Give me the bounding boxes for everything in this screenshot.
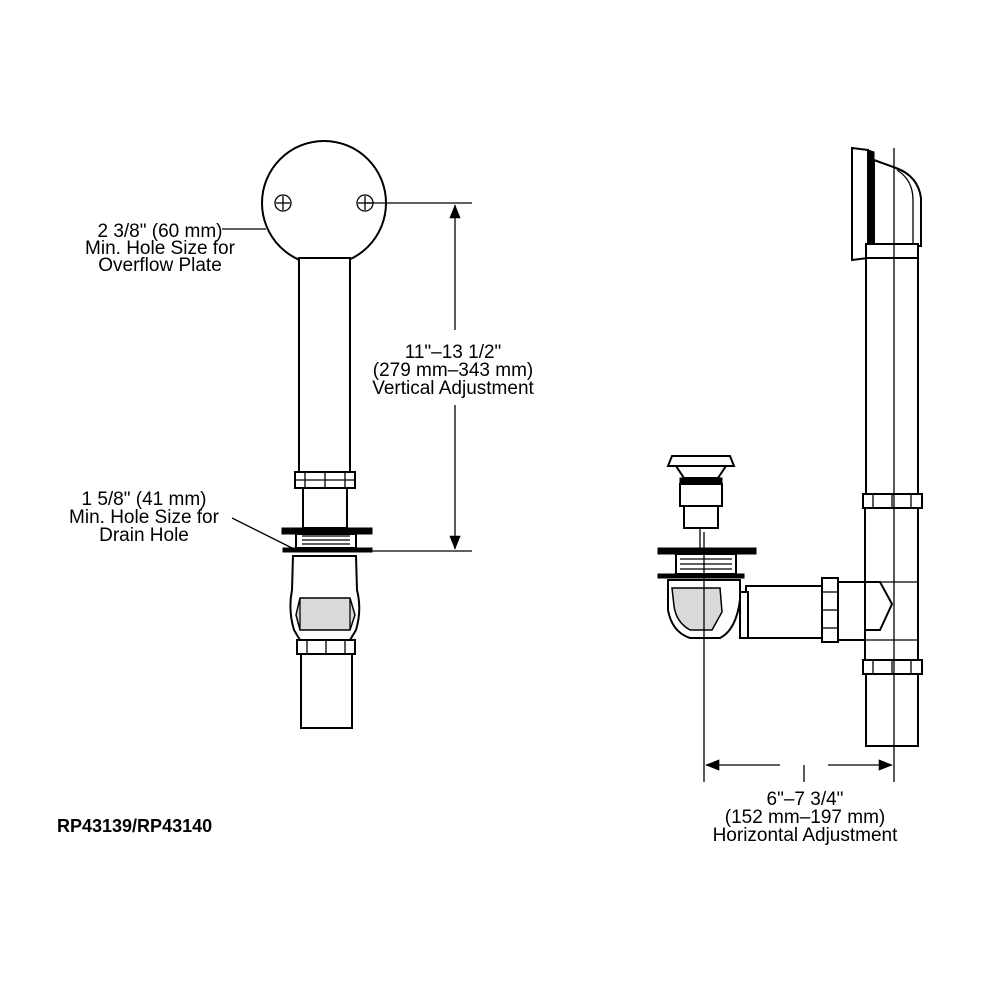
arm-nut bbox=[821, 577, 839, 643]
overflow-tube bbox=[298, 257, 351, 473]
drain-flange bbox=[281, 527, 373, 553]
horizontal-range-mm: (152 mm–197 mm) bbox=[725, 807, 886, 828]
upper-nut bbox=[294, 471, 356, 489]
side-lower-nut bbox=[862, 659, 923, 675]
overflow-hole-caption-2: Overflow Plate bbox=[98, 255, 222, 276]
model-number: RP43139/RP43140 bbox=[57, 816, 212, 836]
vertical-dimension bbox=[358, 202, 472, 552]
drain-hole-caption: Min. Hole Size for bbox=[69, 507, 220, 528]
vertical-range-in: 11"–13 1/2" bbox=[405, 342, 502, 363]
drain-stopper bbox=[666, 455, 736, 548]
lower-nut bbox=[296, 639, 356, 655]
overflow-hole-size: 2 3/8" (60 mm) bbox=[97, 221, 222, 242]
horizontal-range-in: 6"–7 3/4" bbox=[767, 789, 844, 810]
horizontal-dimension bbox=[703, 148, 895, 782]
drain-hole-caption-2: Drain Hole bbox=[99, 525, 189, 546]
overflow-hole-label: 2 3/8" (60 mm) Min. Hole Size for Overfl… bbox=[85, 221, 236, 276]
overflow-hole-caption: Min. Hole Size for bbox=[85, 238, 236, 259]
front-view bbox=[261, 140, 387, 729]
vertical-range-mm: (279 mm–343 mm) bbox=[373, 360, 534, 381]
horizontal-adjustment-label: 6"–7 3/4" (152 mm–197 mm) Horizontal Adj… bbox=[713, 789, 899, 846]
horizontal-adjustment-caption: Horizontal Adjustment bbox=[713, 825, 899, 846]
screw-icon bbox=[274, 194, 292, 212]
horizontal-waste-arm bbox=[745, 585, 825, 639]
side-drain-flange bbox=[657, 547, 757, 579]
side-view bbox=[657, 146, 923, 747]
drain-hole-label: 1 5/8" (41 mm) Min. Hole Size for Drain … bbox=[69, 489, 220, 546]
vertical-overflow-pipe bbox=[865, 257, 919, 495]
drain-leader-line bbox=[231, 517, 293, 549]
drain-hole-size: 1 5/8" (41 mm) bbox=[81, 489, 206, 510]
side-upper-nut bbox=[862, 493, 923, 509]
tail-piece bbox=[300, 653, 353, 729]
vertical-adjustment-caption: Vertical Adjustment bbox=[372, 378, 534, 399]
vertical-adjustment-label: 11"–13 1/2" (279 mm–343 mm) Vertical Adj… bbox=[372, 342, 534, 399]
side-tail-piece bbox=[865, 673, 919, 747]
